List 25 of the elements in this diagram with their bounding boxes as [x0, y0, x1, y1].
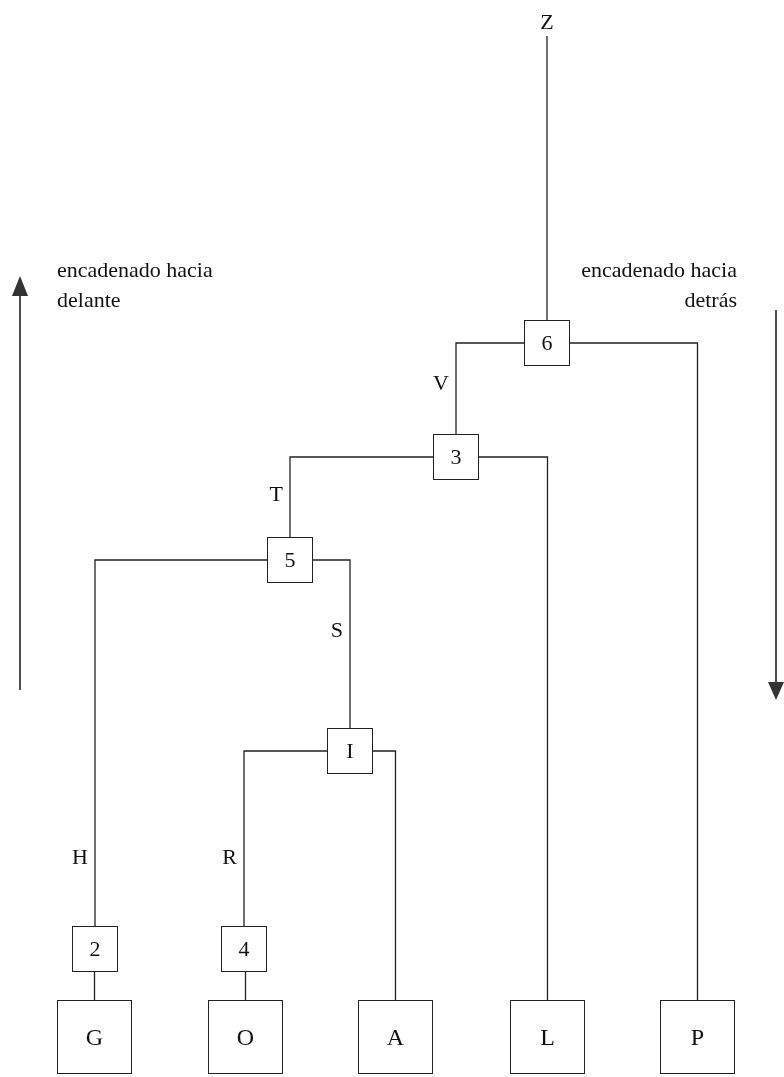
connector-line — [372, 750, 397, 1001]
connector-line — [243, 750, 328, 927]
node-box: 3 — [433, 434, 479, 480]
node-box: 2 — [72, 926, 118, 972]
note-text: encadenado hacia delante — [57, 256, 214, 314]
connector-line — [312, 559, 351, 729]
node-box: P — [660, 1000, 735, 1074]
node-box: 4 — [221, 926, 267, 972]
node-box: 6 — [524, 320, 570, 366]
connector-line — [546, 35, 548, 321]
note-text: encadenado hacia detrás — [580, 256, 737, 314]
node-box: L — [510, 1000, 585, 1074]
node-box: G — [57, 1000, 132, 1074]
node-label: Z — [535, 8, 559, 36]
connector-line — [94, 559, 268, 927]
connector-line — [93, 971, 96, 1001]
node-box: 5 — [267, 537, 313, 583]
connector-line — [244, 971, 247, 1001]
node-box: O — [208, 1000, 283, 1074]
connector-line — [569, 342, 699, 1001]
node-box: I — [327, 728, 373, 774]
connector-line — [455, 342, 525, 435]
node-box: A — [358, 1000, 433, 1074]
connector-line — [289, 456, 434, 538]
connector-line — [478, 456, 549, 1001]
